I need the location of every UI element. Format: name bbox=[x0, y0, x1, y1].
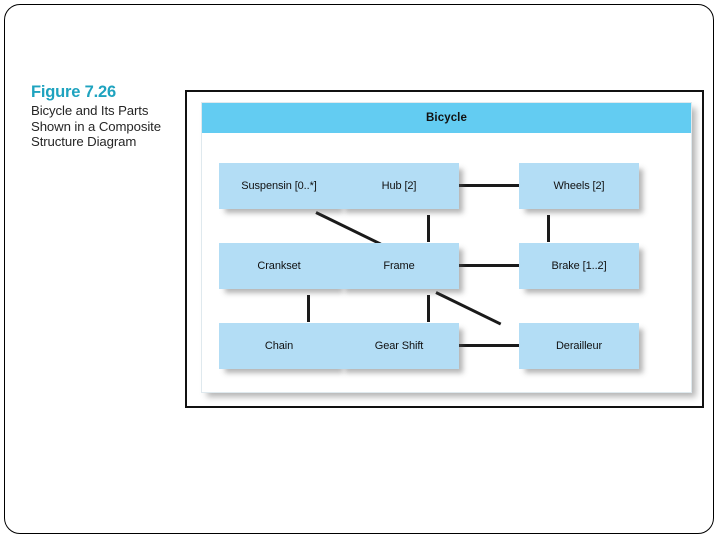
part-box-wheels[interactable]: Wheels [2] bbox=[519, 163, 639, 209]
part-box-derailleur[interactable]: Derailleur bbox=[519, 323, 639, 369]
part-box-suspensin[interactable]: Suspensin [0..*] bbox=[219, 163, 339, 209]
part-label: Derailleur bbox=[555, 340, 603, 352]
connector-suspensin-frame bbox=[315, 211, 382, 246]
part-box-hub[interactable]: Hub [2] bbox=[339, 163, 459, 209]
composite-body: Suspensin [0..*] Hub [2] Wheels [2] Cran… bbox=[202, 133, 691, 394]
slide-canvas: Figure 7.26 Bicycle and Its Parts Shown … bbox=[4, 4, 714, 534]
composite-title-bar: Bicycle bbox=[202, 103, 691, 133]
part-label: Wheels [2] bbox=[553, 180, 605, 192]
connector-hub-frame bbox=[427, 215, 430, 242]
part-box-gearshift[interactable]: Gear Shift bbox=[339, 323, 459, 369]
caption-line: Shown in a Composite bbox=[31, 118, 161, 134]
part-label: Gear Shift bbox=[374, 340, 424, 352]
connector-hub-wheels bbox=[459, 184, 519, 187]
connector-frame-brake bbox=[459, 264, 519, 267]
part-label: Crankset bbox=[257, 260, 301, 272]
part-label: Frame bbox=[383, 260, 415, 272]
figure-number: Figure 7.26 bbox=[31, 83, 116, 101]
part-box-crankset[interactable]: Crankset bbox=[219, 243, 339, 289]
part-box-chain[interactable]: Chain bbox=[219, 323, 339, 369]
connector-frame-derailleur bbox=[435, 291, 502, 326]
connector-gearshift-derailleur bbox=[459, 344, 519, 347]
figure-caption: Figure 7.26 Bicycle and Its Parts Shown … bbox=[31, 83, 181, 150]
composite-structure-bicycle: Bicycle bbox=[201, 102, 692, 393]
part-label: Hub [2] bbox=[381, 180, 417, 192]
part-label: Chain bbox=[264, 340, 294, 352]
caption-line: Bicycle and Its Parts bbox=[31, 103, 149, 118]
figure-frame: Bicycle bbox=[185, 90, 704, 408]
part-box-brake[interactable]: Brake [1..2] bbox=[519, 243, 639, 289]
connector-frame-gearshift bbox=[427, 295, 430, 322]
caption-line: Structure Diagram bbox=[31, 134, 137, 150]
part-label: Suspensin [0..*] bbox=[241, 180, 317, 192]
part-box-frame[interactable]: Frame bbox=[339, 243, 459, 289]
part-label: Brake [1..2] bbox=[551, 260, 607, 272]
connector-crankset-chain bbox=[307, 295, 310, 322]
connector-wheels-brake bbox=[547, 215, 550, 242]
